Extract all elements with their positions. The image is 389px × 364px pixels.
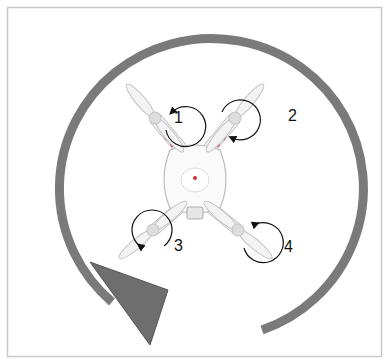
- propellers: [115, 80, 275, 262]
- yaw-arrowhead: [90, 262, 168, 345]
- callout-number: 1: [174, 110, 183, 126]
- drone-arms: [150, 114, 242, 234]
- logo: [193, 176, 197, 180]
- callout-number: 3: [174, 238, 183, 254]
- yaw-arrow: [59, 39, 363, 330]
- drone-body: [164, 145, 226, 213]
- frame: [8, 8, 382, 357]
- rotation-arrows: [132, 100, 283, 263]
- camera: [187, 207, 203, 219]
- callout-number: 4: [284, 239, 293, 255]
- body-shell: [181, 168, 209, 192]
- callout-number: 2: [288, 108, 297, 124]
